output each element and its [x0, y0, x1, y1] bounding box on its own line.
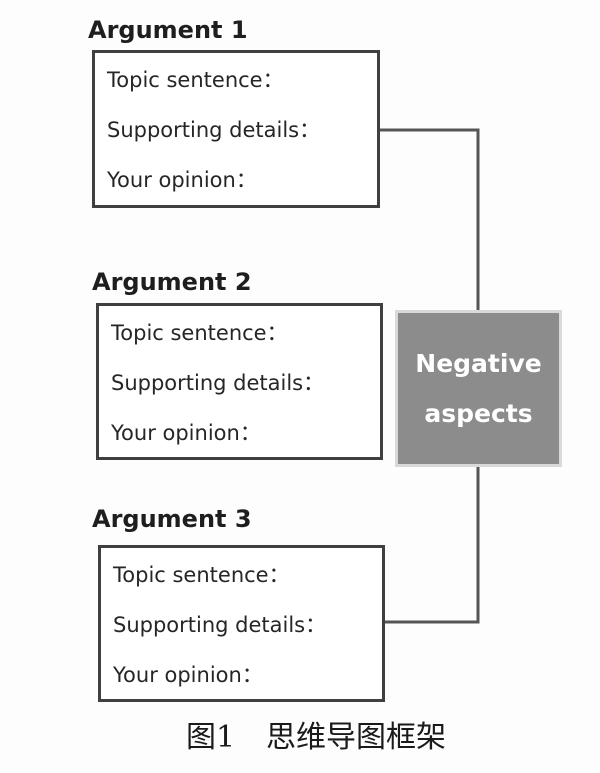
- argument-2-your-opinion: Your opinion：: [111, 421, 261, 445]
- argument-3-heading: Argument 3: [92, 505, 252, 533]
- argument-3-topic-sentence: Topic sentence：: [113, 563, 290, 587]
- argument-1-topic-sentence: Topic sentence：: [107, 68, 284, 92]
- argument-3-your-opinion: Your opinion：: [113, 663, 263, 687]
- argument-1-heading: Argument 1: [88, 16, 248, 44]
- argument-2-topic-sentence: Topic sentence：: [111, 321, 288, 345]
- argument-1-supporting-details: Supporting details：: [107, 118, 321, 142]
- argument-2-supporting-details: Supporting details：: [111, 371, 325, 395]
- argument-2-box: Topic sentence： Supporting details： Your…: [96, 303, 383, 460]
- center-label-line-2: aspects: [424, 398, 533, 428]
- argument-2-heading: Argument 2: [92, 268, 252, 296]
- center-label-line-1: Negative: [415, 348, 542, 378]
- negative-aspects-node: Negative aspects: [395, 310, 562, 467]
- argument-3-supporting-details: Supporting details：: [113, 613, 327, 637]
- figure-caption-title: 思维导图框架: [266, 720, 446, 755]
- figure-caption-label: 图1: [186, 720, 236, 755]
- connector-center-to-argument-3: [385, 467, 480, 624]
- connector-argument-1-to-center: [380, 128, 480, 310]
- argument-3-box: Topic sentence： Supporting details： Your…: [98, 545, 385, 702]
- argument-1-your-opinion: Your opinion：: [107, 168, 257, 192]
- argument-1-box: Topic sentence： Supporting details： Your…: [92, 50, 380, 208]
